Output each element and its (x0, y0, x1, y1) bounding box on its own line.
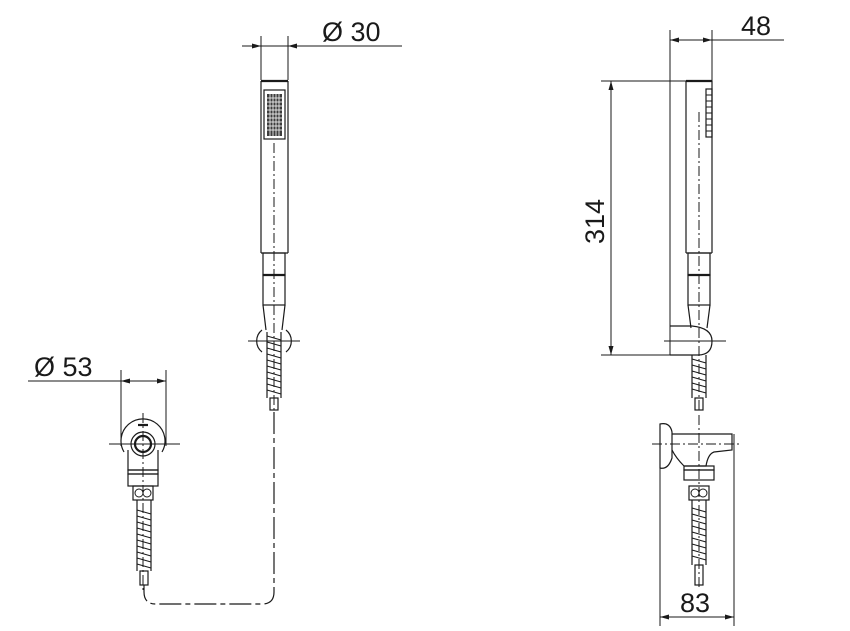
front-view-wall-outlet: Ø 53 (28, 352, 180, 590)
dimension-projection-83: 83 (659, 434, 735, 626)
dimension-label-projection-83: 83 (680, 588, 710, 618)
dimension-length-314: 314 (580, 80, 712, 356)
hose-dashed (143, 412, 275, 605)
hose-spiral-side (691, 355, 707, 398)
side-view-wall-outlet: 83 (652, 415, 740, 626)
hose-spiral-outlet (136, 500, 152, 571)
dimension-diameter-53: Ø 53 (28, 352, 167, 446)
side-view-hand-shower: 48 314 (580, 11, 784, 411)
dimension-diameter-30: Ø 30 (242, 17, 402, 80)
front-view-hand-shower: Ø 30 (242, 17, 402, 411)
spray-face (263, 89, 286, 140)
hose-spiral-outlet-side (691, 500, 707, 565)
dimension-depth-48: 48 (669, 11, 784, 355)
dimension-label-diameter-30: Ø 30 (322, 17, 381, 47)
dimension-label-length-314: 314 (580, 199, 610, 244)
dimension-label-depth-48: 48 (741, 11, 771, 41)
dimension-label-diameter-53: Ø 53 (34, 352, 93, 382)
hose-spiral-front (266, 332, 282, 398)
